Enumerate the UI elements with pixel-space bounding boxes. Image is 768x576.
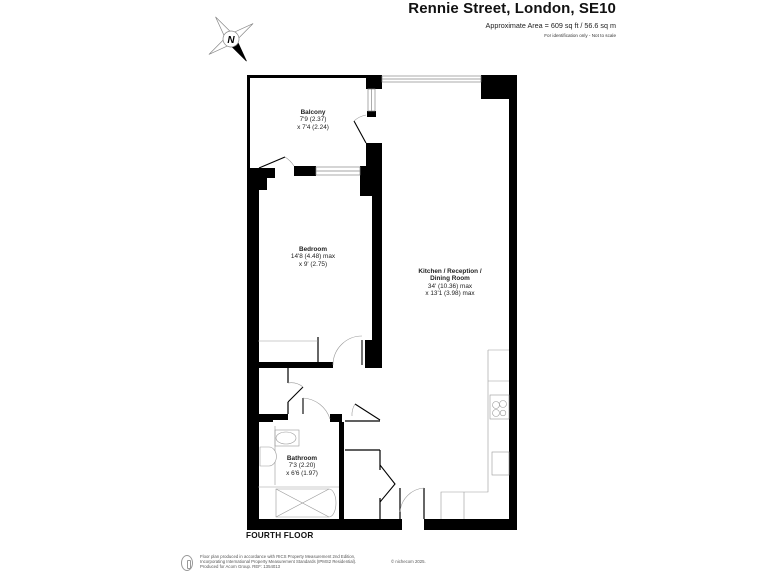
sink-icon <box>259 446 277 467</box>
footer-line-2: Incorporating International Property Mea… <box>200 559 357 565</box>
footer-line-3: Produced for Acorn Group. REF: 1354013 <box>200 564 281 570</box>
info-icon <box>181 555 193 571</box>
property-title: Rennie Street, London, SE10 <box>408 0 616 17</box>
approximate-area: Approximate Area = 609 sq ft / 56.6 sq m <box>485 21 616 30</box>
room-label-bathroom: Bathroom 7'3 (2.20) x 6'6 (1.97) <box>286 455 318 477</box>
north-compass-icon: N <box>208 16 254 62</box>
bathroom-fixtures <box>258 426 339 518</box>
footer-line-1: Floor plan produced in accordance with R… <box>200 554 356 559</box>
walls <box>247 75 517 530</box>
doors <box>258 114 425 513</box>
toilet-icon <box>275 431 297 445</box>
scale-note: For identification only - Not to scale <box>544 33 616 38</box>
room-label-kitchen: Kitchen / Reception / Dining Room 34' (1… <box>418 268 482 298</box>
room-label-balcony: Balcony 7'9 (2.37) x 7'4 (2.24) <box>297 109 329 131</box>
kitchen-sink-icon <box>491 451 510 476</box>
kitchen-fittings <box>440 349 510 519</box>
bathtub-icon <box>275 488 337 518</box>
windows <box>315 75 482 176</box>
footer-disclaimer: Floor plan produced in accordance with R… <box>200 554 356 570</box>
floor-label: FOURTH FLOOR <box>246 531 314 540</box>
compass-n-label: N <box>227 35 235 46</box>
room-label-bedroom: Bedroom 14'8 (4.48) max x 9' (2.75) <box>290 246 336 268</box>
footer-credit: © nichecom 2025. <box>391 559 426 564</box>
